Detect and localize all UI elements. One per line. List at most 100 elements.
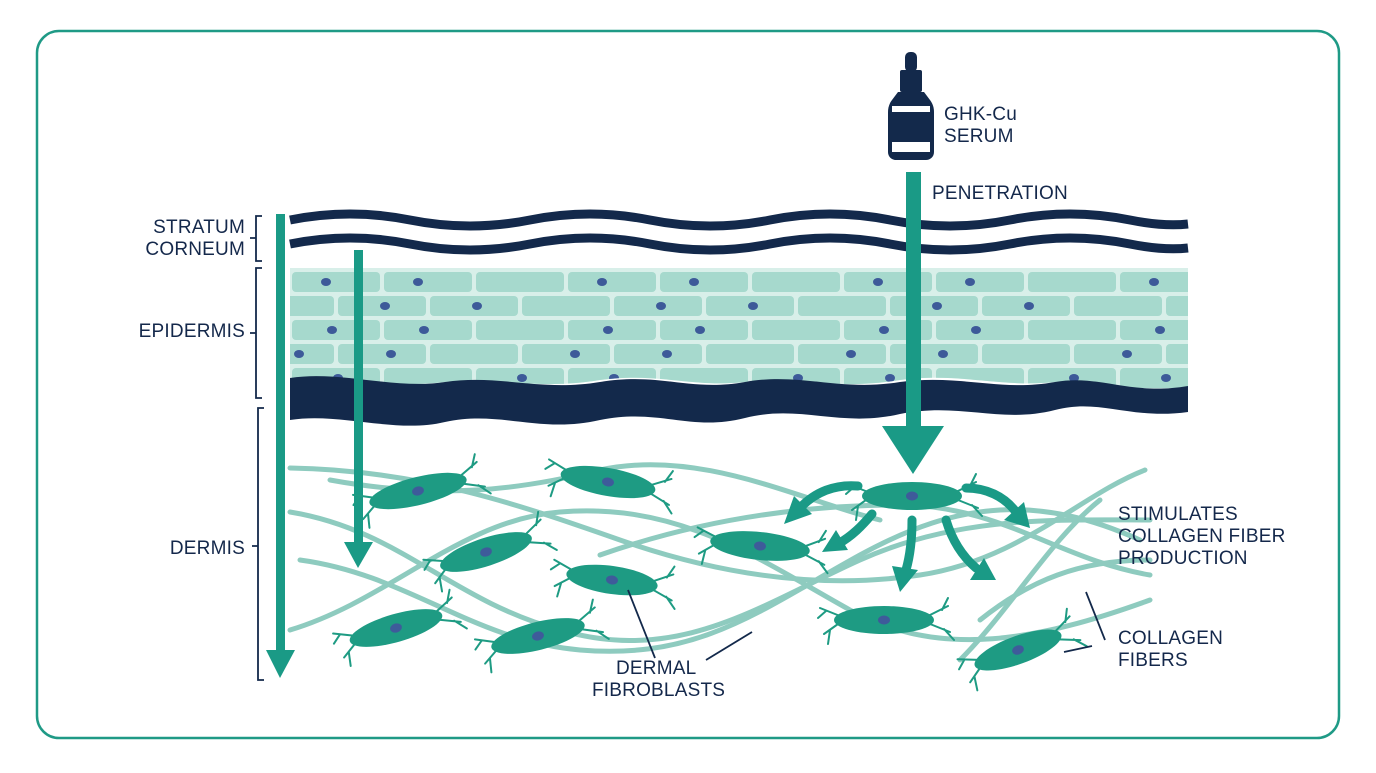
fibroblast-cell-icon [956, 607, 1088, 692]
epidermis-cell [982, 344, 1070, 364]
penetration-label: PENETRATION [932, 183, 1068, 205]
epidermis-label: EPIDERMIS [100, 321, 245, 343]
epidermis-cell [660, 320, 748, 340]
collagen-fibers-line: FIBERS [1118, 650, 1188, 671]
epidermis-cell [476, 320, 564, 340]
collagen-fibers-label: COLLAGEN FIBERS [1118, 628, 1223, 672]
epidermis-cell [752, 272, 840, 292]
epidermis-cell [798, 296, 886, 316]
epidermis-cell [476, 272, 564, 292]
stimulates-line: STIMULATES [1118, 504, 1238, 525]
epidermis-cell [614, 296, 702, 316]
collagen-fibers-line: COLLAGEN [1118, 628, 1224, 649]
epidermis-cell [384, 272, 472, 292]
collagen-fiber [957, 497, 1103, 663]
epidermis-cell [1120, 368, 1188, 388]
stimulation-arrow [833, 509, 877, 549]
epidermis-cell [430, 296, 518, 316]
epidermis-cell [522, 296, 610, 316]
epidermis-cell [936, 272, 1024, 292]
stimulation-arrow [961, 483, 1021, 517]
arrowhead-icon [882, 426, 944, 474]
epidermis-cell [292, 320, 380, 340]
dermal-fibroblasts-label: DERMAL FIBROBLASTS [592, 658, 725, 702]
epidermis-cell [1166, 344, 1188, 364]
epidermis-cell [568, 272, 656, 292]
stratum-corneum-label: STRATUM CORNEUM [100, 217, 245, 261]
stratum-corneum-bracket [250, 215, 262, 262]
epidermis-cell [292, 272, 380, 292]
epidermis-bracket [250, 267, 262, 399]
stratum-corneum-layer [289, 209, 1189, 255]
diagram-frame [35, 29, 1341, 740]
fibroblast-leader-line [627, 589, 656, 659]
dermal-fibroblasts-line: FIBROBLASTS [592, 680, 726, 701]
leader-lines [627, 589, 1106, 661]
arrowhead-icon [970, 558, 996, 580]
epidermis-cell [1028, 320, 1116, 340]
dermis-label: DERMIS [100, 538, 245, 560]
epidermis-cell [1028, 272, 1116, 292]
fibroblast-cell-icon [693, 526, 829, 575]
epidermis-cell [338, 296, 426, 316]
penetration-arrows [266, 172, 944, 678]
fibroblast-cell-icon [422, 510, 558, 593]
stimulation-arrow [941, 515, 981, 573]
epidermis-cell [752, 320, 840, 340]
epidermis-cell [614, 344, 702, 364]
epidermis-cell [1120, 320, 1188, 340]
arrowhead-icon [822, 530, 848, 552]
stratum-corneum-line: STRATUM [153, 217, 245, 238]
dermis-label-text: DERMIS [169, 538, 245, 559]
serum-label: GHK-Cu SERUM [944, 104, 1017, 148]
stimulates-line: COLLAGEN FIBER [1118, 526, 1286, 547]
epidermis-cell [1074, 296, 1162, 316]
dermis-bracket [252, 407, 264, 681]
stimulation-arrows [784, 481, 1030, 592]
dermal-fibroblasts-group [332, 453, 1088, 692]
stimulation-arrow [901, 515, 917, 575]
epidermis-cell [936, 320, 1024, 340]
epidermis-cell [384, 320, 472, 340]
epidermis-cell [798, 344, 886, 364]
fibroblast-cell-icon [544, 458, 674, 515]
collagen-fiber [977, 557, 1153, 623]
epidermis-label-text: EPIDERMIS [138, 321, 245, 342]
dermal-fibroblasts-line: DERMAL [616, 658, 697, 679]
epidermis-cell [290, 296, 334, 316]
stimulates-label: STIMULATES COLLAGEN FIBER PRODUCTION [1118, 504, 1286, 570]
arrowhead-icon [344, 542, 373, 568]
fibroblast-cell-icon [549, 558, 676, 610]
serum-label-line: GHK-Cu [944, 104, 1017, 125]
epidermis-cell [890, 296, 978, 316]
stratum-band [289, 233, 1189, 255]
penetration-arrow-icon [354, 250, 363, 546]
stratum-band [289, 209, 1189, 231]
epidermis-cell [338, 344, 426, 364]
epidermis-cell [1074, 344, 1162, 364]
epidermis-cell [1120, 272, 1188, 292]
fibroblast-cell-icon [473, 598, 610, 674]
epidermis-cell [706, 296, 794, 316]
collagen-leader-line [1063, 591, 1106, 653]
arrowhead-icon [266, 650, 295, 678]
fibroblast-cell-icon [817, 597, 955, 645]
layer-brackets [250, 215, 264, 681]
basement-membrane [290, 376, 1188, 426]
penetration-arrow-icon [276, 214, 285, 654]
penetration-label-text: PENETRATION [932, 183, 1068, 204]
epidermis-cell [982, 296, 1070, 316]
serum-label-line: SERUM [944, 126, 1014, 147]
penetration-arrow-icon [906, 172, 921, 430]
stimulation-arrow [795, 481, 863, 513]
arrowhead-icon [892, 566, 918, 592]
fibroblast-cell-icon [351, 453, 492, 529]
stimulates-line: PRODUCTION [1118, 548, 1248, 569]
epidermis-cell [430, 344, 518, 364]
serum-bottle-icon [888, 52, 934, 160]
epidermis-cell [290, 344, 334, 364]
fibroblast-leader-line [705, 631, 753, 661]
epidermis-cell [660, 272, 748, 292]
